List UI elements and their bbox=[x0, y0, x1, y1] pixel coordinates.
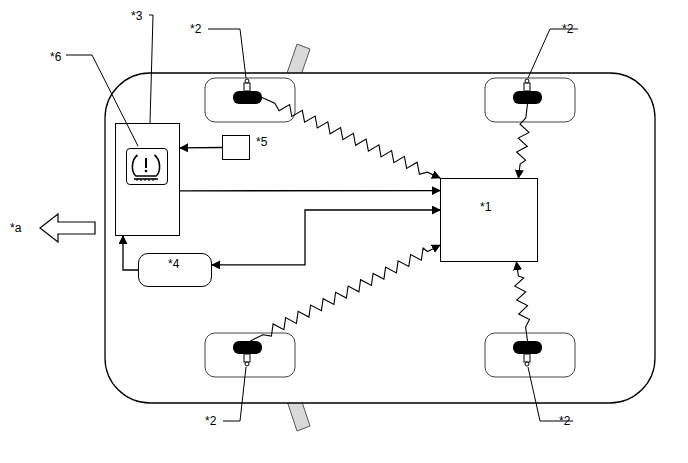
callout-number: *2 bbox=[205, 414, 216, 428]
wheel-well bbox=[205, 333, 295, 377]
callout-number: *2 bbox=[562, 22, 573, 36]
signal-line bbox=[123, 236, 138, 270]
signal-line bbox=[212, 210, 440, 265]
tpms-warning-icon bbox=[132, 155, 159, 181]
signal-line bbox=[180, 147, 222, 149]
wireless-signal bbox=[250, 245, 440, 341]
wheel-well bbox=[485, 333, 575, 377]
wheel-well bbox=[205, 78, 295, 122]
switch-box: *5 bbox=[222, 135, 250, 160]
callout-number: *5 bbox=[256, 135, 267, 149]
tire-sensor: *2 bbox=[233, 341, 262, 354]
callout-number: *3 bbox=[131, 9, 142, 23]
wireless-signal bbox=[515, 262, 530, 341]
valve-sensor bbox=[244, 79, 530, 366]
tire-sensor: *2 bbox=[233, 91, 262, 104]
wireless-signal bbox=[262, 98, 440, 179]
display-box: *4 bbox=[138, 253, 212, 287]
tire-sensor: *2 bbox=[513, 341, 542, 354]
wheel-well bbox=[485, 78, 575, 122]
tire-sensor: *2 bbox=[513, 91, 542, 104]
warning-light-box: *6 bbox=[126, 148, 168, 185]
callout-number: *6 bbox=[50, 50, 61, 64]
callout-number: *2 bbox=[559, 414, 570, 428]
leader-line bbox=[66, 15, 578, 421]
callout-number: *1 bbox=[480, 200, 491, 214]
callout-number: *2 bbox=[190, 22, 201, 36]
combination-meter: *3*6 bbox=[115, 123, 180, 236]
vehicle-body bbox=[105, 73, 655, 403]
signal-line bbox=[180, 190, 440, 191]
direction-label: *a bbox=[10, 221, 21, 235]
front-arrow bbox=[40, 214, 95, 242]
callout-number: *4 bbox=[168, 257, 179, 271]
wireless-signal bbox=[517, 104, 529, 178]
receiver-box: *1 bbox=[440, 178, 538, 262]
